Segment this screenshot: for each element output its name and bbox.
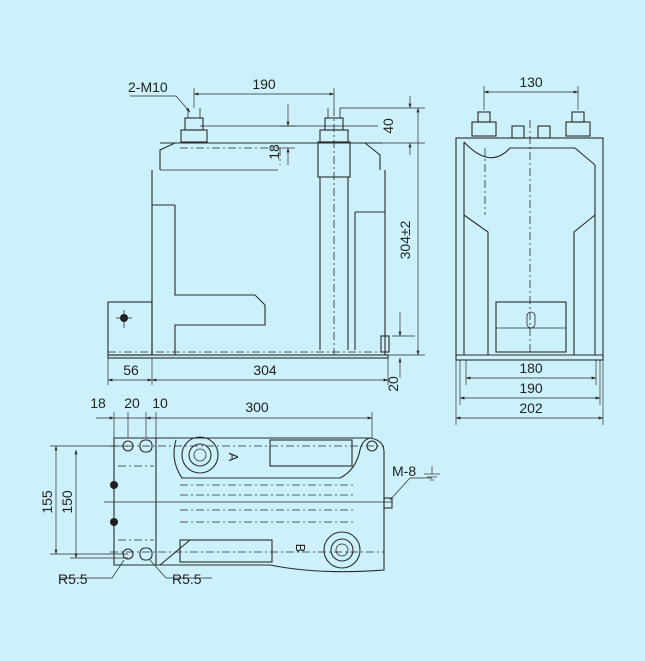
terminal-left <box>180 108 208 143</box>
dim-20: 20 <box>124 395 140 411</box>
side-width-mid: 190 <box>519 380 543 396</box>
mount-hole-r <box>366 440 378 452</box>
side-dot-upper <box>110 481 118 489</box>
terminal-b-label: B <box>293 544 308 553</box>
side-view: 130 180 190 202 <box>455 74 604 425</box>
ground-icon <box>424 466 440 481</box>
side-width-inner: 180 <box>519 360 543 376</box>
base-height: 20 <box>385 376 401 392</box>
ground-bolt <box>383 497 393 509</box>
dim-300: 300 <box>245 399 269 415</box>
mount-slot-tr <box>139 439 153 453</box>
base-length: 304 <box>253 362 277 378</box>
side-width-outer: 202 <box>519 400 543 416</box>
terminal-height: 40 <box>380 118 396 134</box>
terminal-a-label: A <box>226 453 241 462</box>
front-bolt-spacing: 190 <box>252 76 276 92</box>
dim-18: 18 <box>90 395 106 411</box>
terminal-a <box>181 436 219 474</box>
dim-10: 10 <box>152 395 168 411</box>
dim-155: 155 <box>39 490 55 514</box>
terminal-b <box>323 531 361 569</box>
front-view: 190 2-M10 40 18 304±2 56 304 20 <box>107 76 425 392</box>
total-height: 304±2 <box>397 220 413 259</box>
side-dot-lower <box>110 518 118 526</box>
radius-right: R5.5 <box>172 571 202 587</box>
thread-label: 2-M10 <box>128 79 168 95</box>
dim-150: 150 <box>59 490 75 514</box>
side-bolt-spacing: 130 <box>519 74 543 90</box>
offset-18: 18 <box>266 144 282 160</box>
side-terminal-right <box>565 111 591 137</box>
top-view: A B 18 20 10 300 155 <box>39 395 440 587</box>
ground-label: M-8 <box>392 463 416 479</box>
mount-slot-br <box>139 547 153 561</box>
side-terminal-left <box>471 111 497 137</box>
radius-left: R5.5 <box>58 571 88 587</box>
base-left: 56 <box>123 362 139 378</box>
